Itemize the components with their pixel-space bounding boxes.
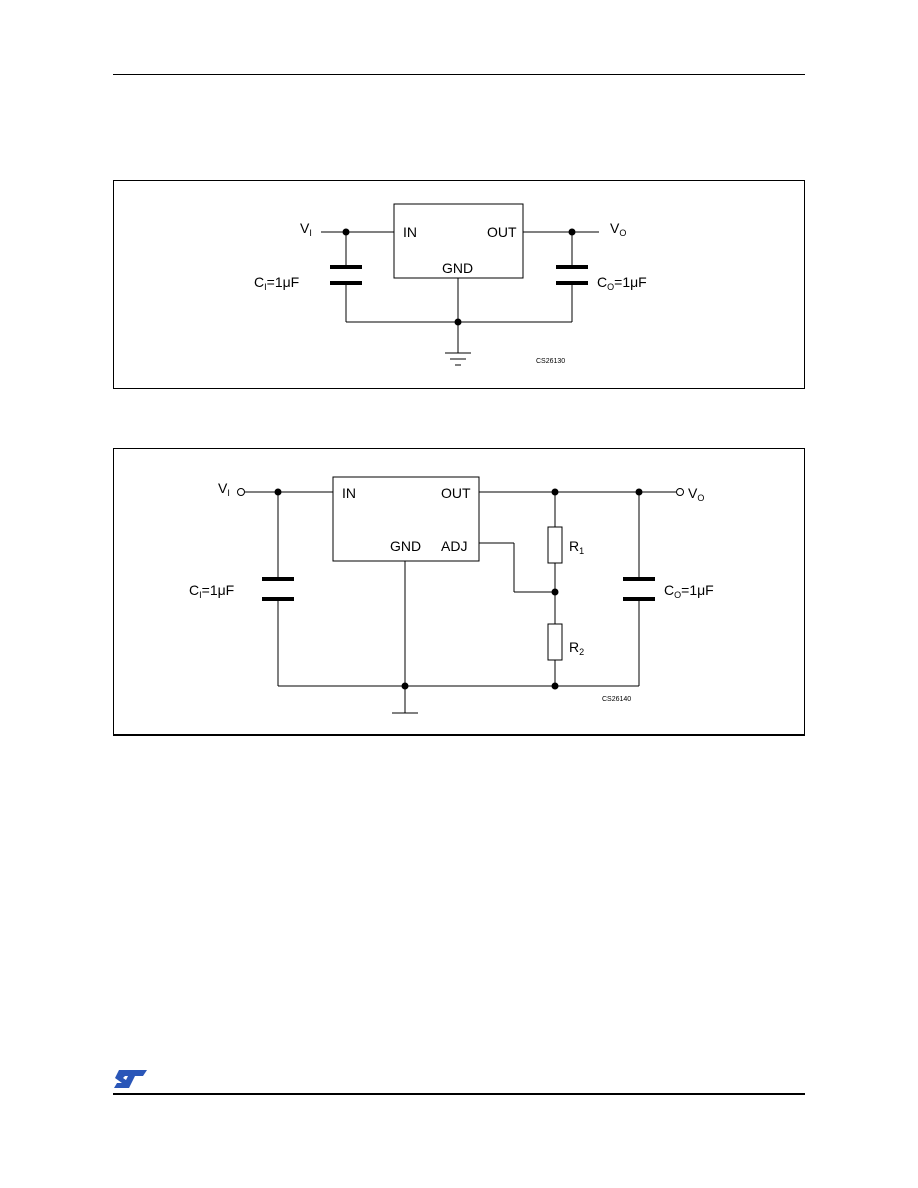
pin-out-label: OUT: [487, 224, 517, 240]
figure-code: CS26130: [536, 358, 565, 365]
junction-dot: [568, 228, 576, 236]
header-rule: [113, 74, 805, 75]
pin-gnd-label: GND: [390, 538, 421, 554]
schematic-adjustable: VI VO IN OUT GND ADJ R1 R2 CI=1μF CO=1μF…: [189, 476, 714, 714]
junction-dot: [551, 682, 559, 690]
pin-gnd-label: GND: [442, 260, 473, 276]
capacitor-cout: [556, 265, 588, 269]
junction-dot: [342, 228, 350, 236]
input-terminal: [237, 488, 245, 496]
r2-label: R2: [569, 639, 584, 657]
cout-label: CO=1μF: [664, 582, 714, 600]
resistor-r1: [547, 526, 563, 564]
output-terminal: [676, 488, 684, 496]
capacitor-cout: [623, 577, 655, 581]
junction-dot: [635, 488, 643, 496]
capacitor-cin: [330, 265, 362, 269]
junction-dot: [551, 488, 559, 496]
st-logo-mark: [114, 1070, 147, 1088]
schematic-fixed: VI VO IN OUT GND CI=1μF CO=1μF CS26130: [254, 203, 647, 366]
pin-out-label: OUT: [441, 485, 471, 501]
pin-adj-label: ADJ: [441, 538, 467, 554]
st-logo: [113, 1068, 149, 1090]
vin-label: VI: [218, 480, 230, 498]
footer-rule: [113, 1093, 805, 1095]
cout-label: CO=1μF: [597, 274, 647, 292]
cin-label: CI=1μF: [254, 274, 299, 292]
circuit-figure-fixed: VI VO IN OUT GND CI=1μF CO=1μF CS26130: [113, 180, 805, 389]
resistor-r2: [547, 623, 563, 661]
vin-label: VI: [300, 220, 312, 238]
regulator-block: [332, 476, 480, 562]
cin-label: CI=1μF: [189, 582, 234, 600]
junction-dot: [274, 488, 282, 496]
figure-code: CS26140: [602, 696, 631, 703]
capacitor-cin: [262, 577, 294, 581]
vout-label: VO: [610, 220, 626, 238]
ground-symbol: [445, 352, 471, 366]
pin-in-label: IN: [342, 485, 356, 501]
junction-dot: [551, 588, 559, 596]
junction-dot: [401, 682, 409, 690]
r1-label: R1: [569, 538, 584, 556]
vout-label: VO: [688, 485, 704, 503]
pin-in-label: IN: [403, 224, 417, 240]
circuit-figure-adjustable: VI VO IN OUT GND ADJ R1 R2 CI=1μF CO=1μF…: [113, 448, 805, 736]
junction-dot: [454, 318, 462, 326]
